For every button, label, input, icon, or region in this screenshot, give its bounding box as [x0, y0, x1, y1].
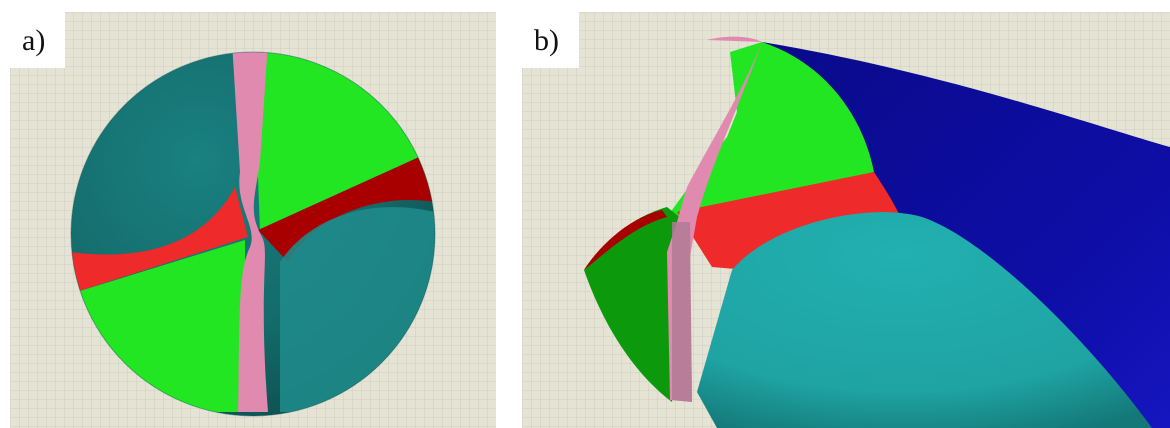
- chisel-edge-red-right: [258, 152, 435, 262]
- panel-b: b): [522, 12, 1170, 428]
- panel-label: b): [522, 12, 579, 68]
- cutting-face-green-dark: [584, 207, 692, 402]
- edge-red-dark: [584, 210, 667, 270]
- panel-label: a): [10, 12, 66, 68]
- chisel-edge-red-left: [71, 187, 248, 294]
- cutting-face-green: [667, 42, 874, 222]
- drill-side-view: [522, 12, 1170, 428]
- flute-surface-teal: [697, 212, 1152, 428]
- drill-end-view: [10, 12, 496, 428]
- chisel-edge-red: [677, 172, 907, 270]
- web-margin-pink: [232, 52, 268, 412]
- panel-a: a): [10, 12, 496, 428]
